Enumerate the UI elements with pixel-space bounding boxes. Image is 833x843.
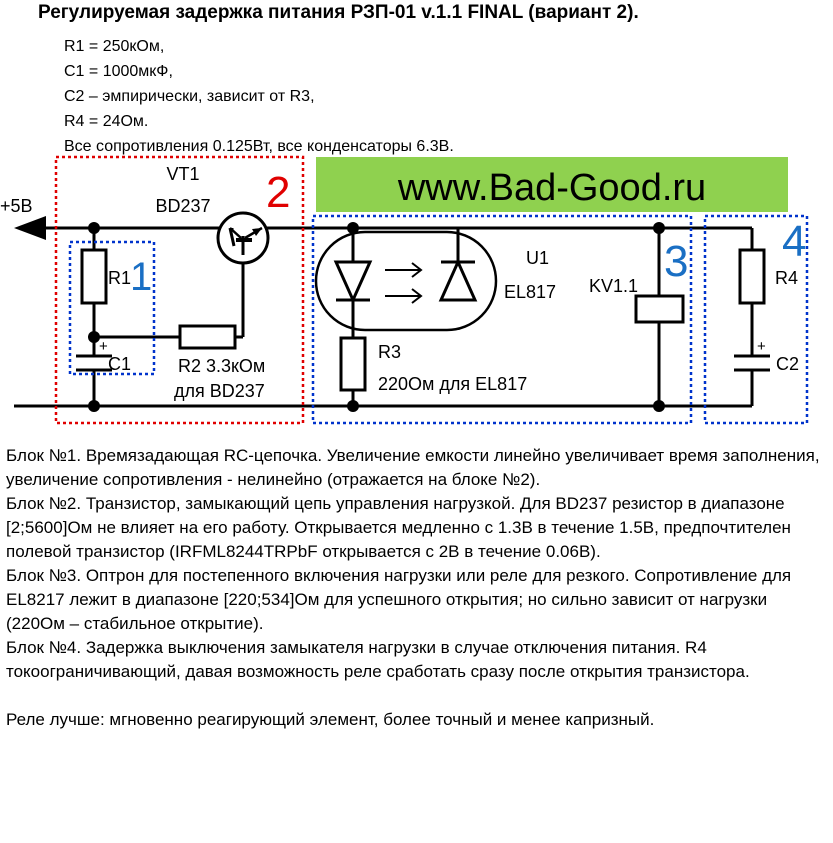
vt1-model: BD237 [155, 196, 210, 216]
paragraph-gap [6, 684, 826, 708]
r2-resistor [178, 324, 237, 350]
spec-r4: R4 = 24Ом. [64, 113, 149, 130]
spec-power-note: Все сопротивления 0.125Вт, все конденсат… [64, 138, 454, 155]
block-1-description: Блок №1. Времязадающая RC-цепочка. Увели… [6, 446, 820, 489]
block-4-number: 4 [782, 217, 806, 266]
spec-r1: R1 = 250кОм, [64, 38, 165, 55]
r4-label: R4 [775, 268, 798, 288]
r2-label: R2 3.3кОм [178, 356, 265, 376]
block-3-number: 3 [664, 237, 688, 286]
block-3-description: Блок №3. Оптрон для постепенного включен… [6, 566, 792, 633]
block-4-frame [703, 214, 809, 425]
r3-label: R3 [378, 342, 401, 362]
page-title: Регулируемая задержка питания РЗП-01 v.1… [38, 2, 639, 23]
junction-dots [88, 222, 665, 412]
c1-plus: + [99, 338, 108, 355]
c2-label: C2 [776, 354, 799, 374]
block-1-number: 1 [130, 255, 152, 299]
kv-relay-coil [634, 294, 685, 324]
u1-model: EL817 [504, 282, 556, 302]
spec-c1: C1 = 1000мкФ, [64, 63, 173, 80]
block-3-frame [311, 214, 693, 425]
power-arrow-icon [14, 216, 46, 240]
r4-resistor [738, 248, 766, 305]
r2-note: для BD237 [174, 381, 265, 401]
r3-resistor [339, 336, 367, 392]
banner-text: www.Bad-Good.ru [397, 167, 706, 209]
block-2-number: 2 [266, 168, 290, 217]
wires [14, 226, 754, 408]
c1-label: C1 [108, 354, 131, 374]
r3-note: 220Ом для EL817 [378, 374, 527, 394]
block-2-description: Блок №2. Транзистор, замыкающий цепь упр… [6, 494, 791, 561]
banner-background [316, 157, 788, 212]
block-2-frame [54, 155, 305, 425]
spec-c2: C2 – эмпирически, зависит от R3, [64, 88, 315, 105]
power-label: +5B [0, 196, 33, 216]
vt1-name: VT1 [166, 164, 199, 184]
block-4-description: Блок №4. Задержка выключения замыкателя … [6, 638, 750, 681]
u1-name: U1 [526, 248, 549, 268]
r1-label: R1 [108, 268, 131, 288]
r1-resistor [80, 248, 108, 305]
vt1-transistor [216, 211, 270, 265]
description: Блок №1. Времязадающая RC-цепочка. Увели… [6, 444, 826, 732]
u1-optocoupler [314, 230, 498, 332]
block-1-frame [68, 240, 156, 376]
kv-label: KV1.1 [589, 276, 638, 296]
c2-plus: + [757, 338, 766, 355]
conclusion: Реле лучше: мгновенно реагирующий элемен… [6, 710, 655, 729]
